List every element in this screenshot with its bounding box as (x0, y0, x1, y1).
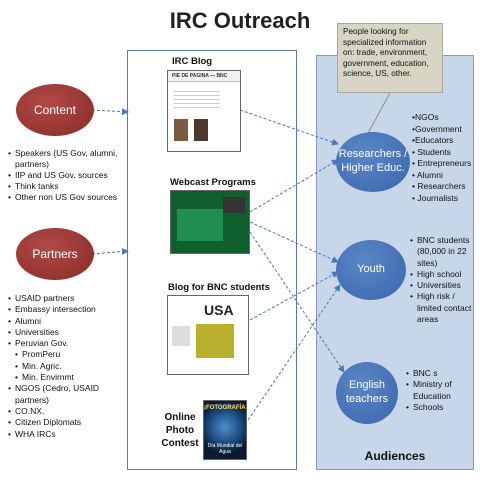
partners-list: USAID partners Embassy intersection Alum… (8, 293, 120, 440)
list-item: • Researchers (412, 181, 466, 191)
arrow-webcast-to-english (249, 231, 345, 373)
english-teachers-list: BNC s Ministry of Education Schools (406, 368, 472, 413)
list-item: Think tanks (8, 181, 120, 192)
list-item: Citizen Diplomats (8, 417, 120, 429)
webcast-screenshot (170, 190, 250, 254)
arrow-partners-to-channels (91, 248, 129, 255)
list-item: NGOS (Cedro, USAID partners) (8, 383, 120, 406)
arrow-webcast-to-youth (249, 221, 339, 263)
irc-blog-screenshot: PIE DE PAGINA — BNC (167, 70, 241, 152)
list-item: BNC students (80,000 in 22 sites) (410, 235, 474, 269)
list-item: • Journalists (412, 192, 458, 203)
list-item: •Government (412, 123, 462, 134)
list-item: CO.NX. (8, 406, 120, 418)
list-item: Ministry of Education (406, 379, 472, 402)
arrow-webcast-to-researchers (249, 159, 339, 213)
list-item: •Educators (412, 135, 454, 145)
webcast-label: Webcast Programs (170, 177, 256, 188)
list-item: Embassy intersection (8, 304, 120, 316)
photo-contest-label: Online Photo Contest (161, 412, 199, 449)
list-item: Schools (406, 402, 472, 414)
bnc-blog-usa-text: USA (204, 302, 234, 318)
list-item: High risk / limited contact areas (410, 291, 474, 325)
webcast-video (223, 197, 245, 213)
arrow-blog-to-researchers (239, 109, 339, 146)
webcast-slide (177, 209, 223, 241)
irc-blog-label: IRC Blog (172, 56, 213, 67)
list-item: • Alumni (412, 169, 443, 180)
list-item: •NGOs (412, 112, 439, 122)
blog-photo (174, 119, 188, 141)
diagram-title: IRC Outreach (169, 8, 311, 33)
partners-oval-label: Partners (32, 247, 78, 261)
bnc-blog-screenshot: USA (167, 295, 249, 375)
content-oval-label: Content (33, 103, 77, 117)
list-item: High school (410, 269, 474, 281)
list-item: Universities (410, 280, 474, 292)
list-item: Speakers (US Gov, alumni, partners) (8, 148, 120, 170)
content-list: Speakers (US Gov, alumni, partners) IIP … (8, 148, 120, 203)
poster-footer: Día Mundial del Agua (207, 443, 243, 455)
list-item: Other non US Gov sources (8, 192, 120, 203)
english-teachers-oval-label: English teachers (345, 379, 389, 405)
callout-note: People looking for specialized informati… (337, 23, 443, 93)
english-teachers-oval: English teachers (336, 362, 398, 424)
list-item: Min. Agric. (8, 361, 120, 373)
photo-contest-poster: ¡FOTOGRAFÍA! Día Mundial del Agua (203, 400, 247, 460)
bnc-blog-image (196, 324, 234, 358)
partners-oval: Partners (16, 228, 94, 280)
list-item: PromPeru (8, 349, 120, 361)
youth-list: BNC students (80,000 in 22 sites) High s… (410, 235, 474, 325)
list-item: Universities (8, 327, 120, 339)
list-item: BNC s (406, 368, 472, 380)
arrow-photo-to-youth (247, 284, 341, 421)
blog-text-lines (174, 91, 220, 111)
bnc-blog-label: Blog for BNC students (168, 282, 270, 293)
bnc-blog-image (172, 326, 190, 346)
list-item: • Students (412, 146, 451, 157)
list-item: WHA IRCs (8, 429, 120, 441)
callout-pointer (367, 92, 391, 134)
list-item: Peruvian Gov. (8, 338, 120, 350)
list-item: Alumni (8, 316, 120, 328)
arrow-content-to-channels (91, 108, 129, 116)
youth-oval: Youth (336, 240, 406, 300)
researchers-list: •NGOs •Government •Educators • Students … (412, 112, 474, 204)
list-item: • Entrepreneurs (412, 158, 472, 168)
blog-header-text: PIE DE PAGINA — BNC (168, 71, 240, 82)
list-item: USAID partners (8, 293, 120, 305)
blog-photo (194, 119, 208, 141)
arrow-bncblog-to-youth (249, 271, 339, 321)
researchers-oval-label: Researchers / Higher Educ. (338, 148, 408, 174)
content-oval: Content (16, 84, 94, 136)
list-item: IIP and US Gov. sources (8, 170, 120, 181)
youth-oval-label: Youth (357, 263, 385, 276)
poster-title: ¡FOTOGRAFÍA! (204, 405, 247, 411)
audiences-title: Audiences (364, 449, 426, 463)
researchers-oval: Researchers / Higher Educ. (336, 132, 410, 192)
list-item: Min. Envirnmt (8, 372, 120, 384)
